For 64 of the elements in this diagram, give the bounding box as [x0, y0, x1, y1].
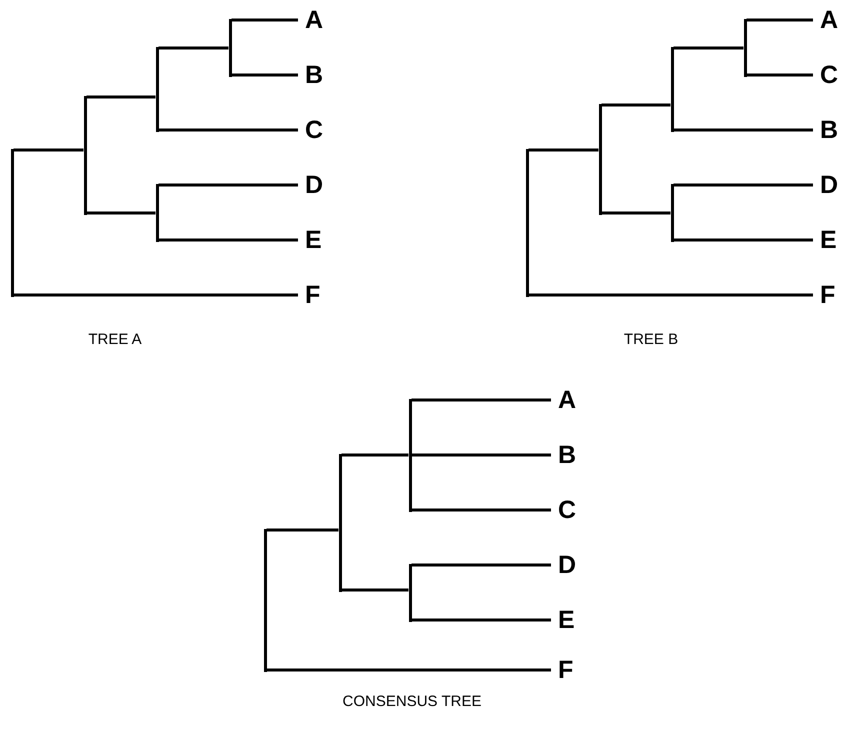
taxon-label: B — [305, 62, 324, 88]
branch-line — [746, 74, 813, 76]
taxon-label: D — [820, 172, 838, 198]
taxon-label: F — [305, 282, 320, 308]
taxon-label: E — [305, 228, 322, 252]
taxon-label: C — [820, 62, 838, 88]
branch-line — [412, 398, 551, 402]
taxon-label: E — [558, 608, 575, 632]
branch-line — [674, 46, 744, 50]
taxon-label: F — [558, 658, 574, 682]
tree-caption: TREE B — [624, 330, 678, 350]
taxon-label: A — [820, 8, 838, 32]
branch-line — [86, 212, 156, 214]
branch-bar — [598, 104, 602, 214]
branch-bar — [338, 454, 342, 592]
branch-bar — [670, 46, 674, 132]
branch-line — [232, 74, 298, 76]
branch-line — [266, 668, 551, 672]
taxon-label: B — [558, 442, 576, 468]
taxon-label: D — [305, 172, 324, 198]
branch-line — [602, 212, 670, 214]
branch-line — [602, 104, 670, 106]
branch-line — [412, 564, 551, 566]
tree-caption: TREE A — [88, 330, 142, 350]
branch-line — [412, 508, 551, 512]
branch-line — [674, 184, 813, 186]
branch-bar — [670, 184, 674, 242]
branch-bar — [408, 398, 412, 512]
branch-line — [14, 148, 84, 152]
branch-line — [412, 618, 551, 622]
branch-bar — [744, 18, 746, 76]
branch-bar — [408, 564, 412, 622]
branch-line — [158, 238, 298, 242]
branch-line — [232, 18, 298, 22]
branch-line — [746, 18, 813, 22]
taxon-label: A — [558, 388, 576, 412]
branch-line — [528, 294, 813, 296]
branch-line — [266, 528, 338, 532]
branch-bar — [84, 96, 86, 214]
branch-line — [158, 128, 298, 132]
branch-line — [342, 454, 408, 456]
branch-bar — [228, 18, 232, 76]
taxon-label: E — [820, 228, 837, 252]
taxon-label: F — [820, 282, 836, 308]
branch-bar — [156, 184, 158, 242]
branch-line — [342, 588, 408, 592]
branch-line — [674, 128, 813, 132]
taxon-label: D — [558, 552, 576, 578]
branch-line — [674, 238, 813, 242]
branch-bar — [264, 528, 266, 672]
branch-line — [158, 184, 298, 186]
branch-line — [528, 148, 598, 152]
branch-bar — [526, 148, 528, 296]
branch-line — [14, 294, 298, 296]
taxon-label: C — [558, 498, 576, 522]
tree-caption: CONSENSUS TREE — [342, 692, 482, 712]
branch-bar — [156, 46, 158, 132]
branch-line — [86, 96, 156, 98]
taxon-label: A — [305, 8, 324, 32]
branch-line — [412, 454, 551, 456]
taxon-label: C — [305, 118, 324, 142]
taxon-label: B — [820, 118, 838, 142]
branch-bar — [10, 148, 14, 296]
branch-line — [158, 46, 228, 50]
